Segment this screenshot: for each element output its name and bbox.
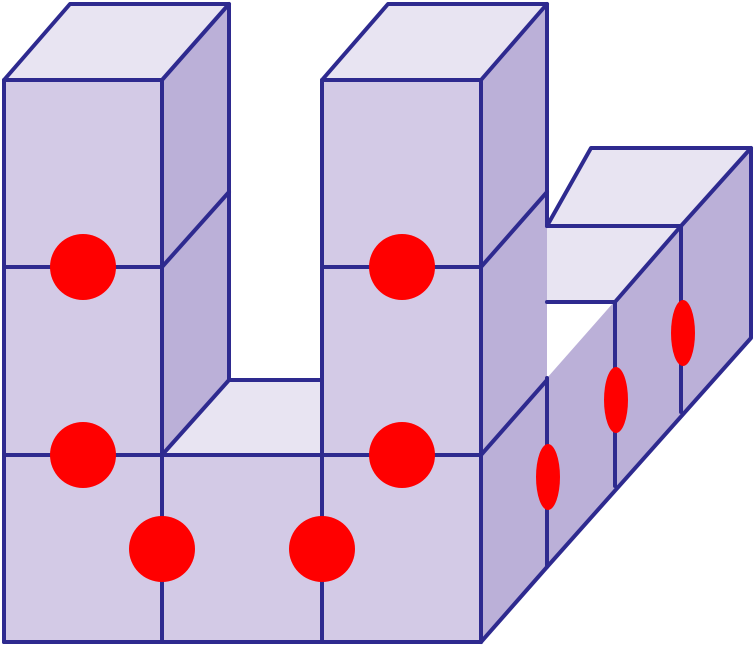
left-column-top-face [4,4,229,80]
marker-dot [289,516,355,582]
marker-dot [604,367,628,433]
right-column-top-face [322,4,547,80]
base-right-side-face [481,380,547,642]
cube-faces [4,4,751,642]
marker-dot [369,422,435,488]
center-gap-floor-face [162,380,322,455]
marker-dot [50,234,116,300]
arm-side-face [547,148,751,567]
right-column-front-face [322,80,481,642]
base-top-edge [160,378,549,457]
contact-markers [50,234,695,582]
left-column-front-face [4,80,162,642]
arm-middle-top-face [547,226,681,302]
marker-dot [536,444,560,510]
marker-dot [50,422,116,488]
marker-dot [369,234,435,300]
arm-top-face [547,148,751,226]
marker-dot [671,300,695,366]
marker-dot [129,516,195,582]
